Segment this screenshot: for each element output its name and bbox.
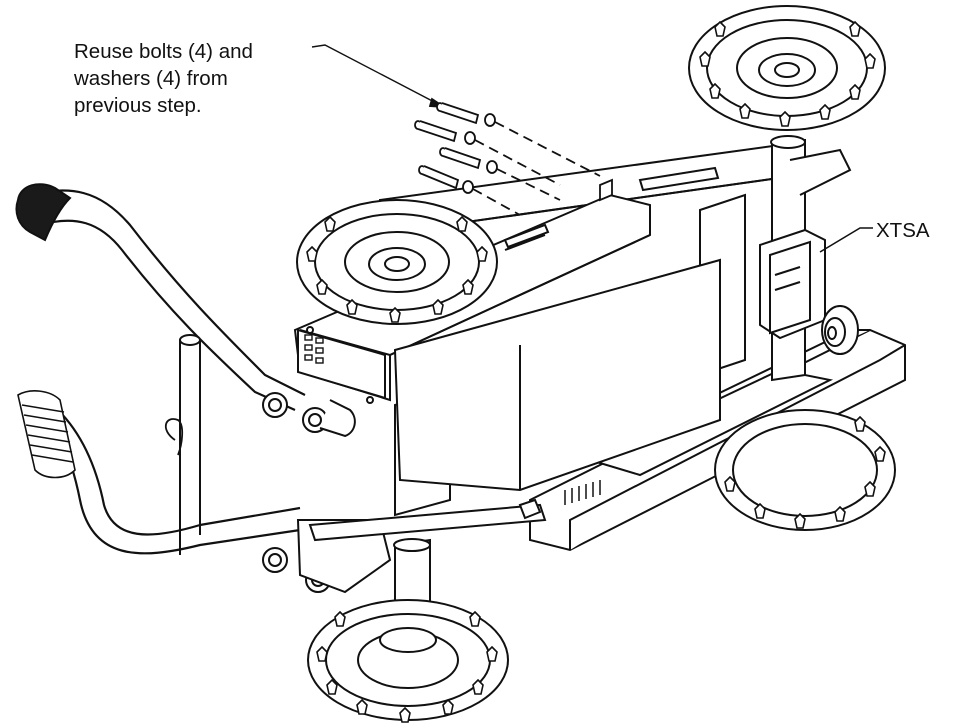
reuse-note-line-3: previous step. bbox=[74, 94, 202, 117]
wheel-bottom-center bbox=[307, 538, 509, 723]
wheel-middle-left bbox=[296, 199, 498, 325]
keypad-buttons bbox=[304, 334, 324, 364]
bolt-4 bbox=[418, 165, 521, 216]
reuse-note-line-1: Reuse bolts (4) and bbox=[74, 40, 253, 63]
bolt-2 bbox=[414, 120, 561, 186]
lower-grip bbox=[17, 390, 76, 479]
wheel-top-right bbox=[688, 5, 886, 131]
xtsa-assembly bbox=[759, 135, 873, 382]
bolt-1 bbox=[436, 102, 601, 177]
reuse-note-line-2: washers (4) from bbox=[74, 67, 228, 90]
vent-slots bbox=[564, 480, 601, 505]
control-enclosure bbox=[293, 166, 721, 492]
xtsa-label: XTSA bbox=[876, 219, 930, 242]
handle-assembly bbox=[15, 183, 392, 594]
bolt-3 bbox=[439, 147, 561, 201]
wheel-bottom-right bbox=[714, 409, 896, 531]
bolts-and-washers bbox=[311, 44, 613, 216]
